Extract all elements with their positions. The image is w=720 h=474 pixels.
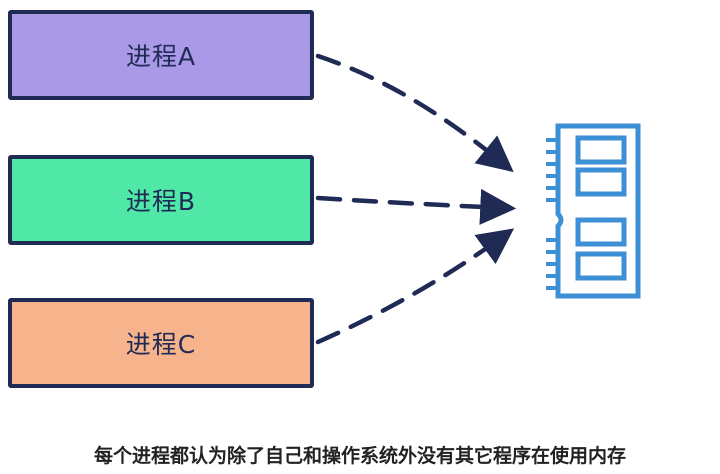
- arrow-b-to-memory: [315, 188, 517, 225]
- arrow-a-to-memory: [315, 53, 514, 173]
- process-c-label: 进程C: [125, 330, 197, 359]
- process-a-box: 进程A: [8, 10, 314, 100]
- process-a-label: 进程A: [125, 42, 197, 71]
- arrow-c-to-memory: [315, 228, 515, 345]
- diagram-caption: 每个进程都认为除了自己和操作系统外没有其它程序在使用内存: [93, 445, 626, 467]
- memory-chip-icon: [546, 123, 641, 299]
- process-b-box: 进程B: [8, 155, 314, 245]
- process-c-box: 进程C: [8, 298, 314, 388]
- process-b-label: 进程B: [125, 187, 197, 216]
